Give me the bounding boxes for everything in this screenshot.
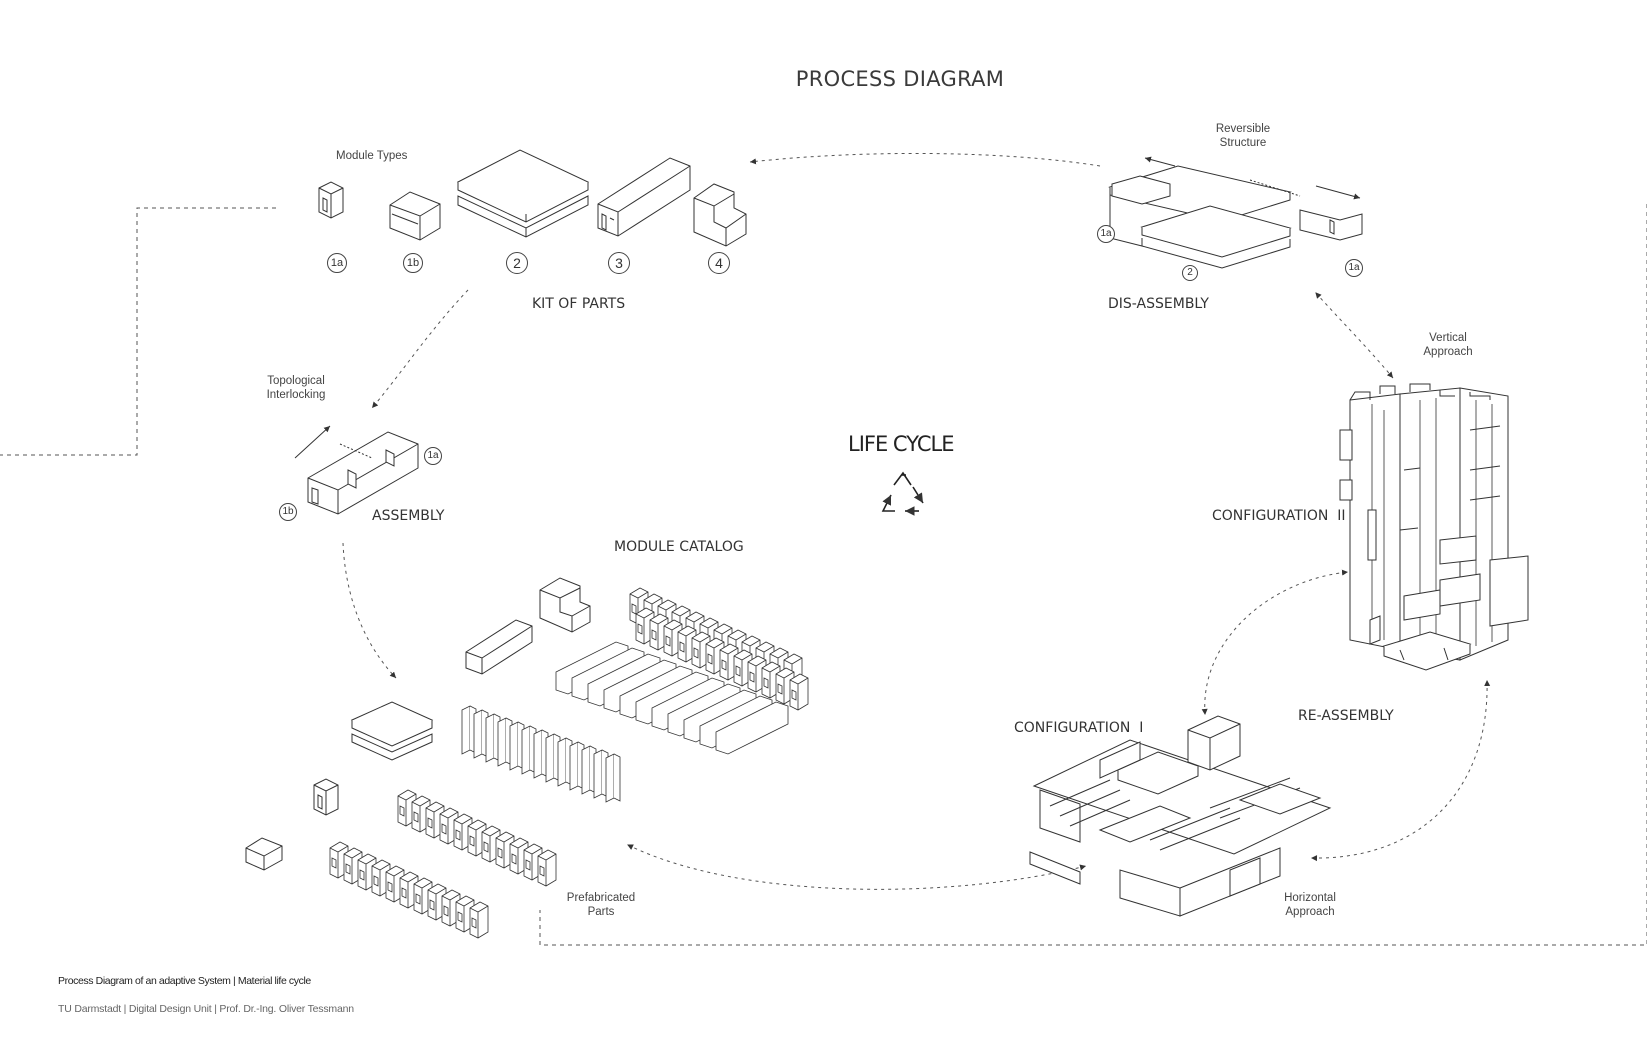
disassembly-drawing (1108, 156, 1363, 269)
configuration-1-drawing (1029, 715, 1332, 917)
disassembly-id-center: 2 (1182, 265, 1198, 281)
note-reversible-structure: Reversible Structure (1200, 122, 1286, 150)
stage-configuration-2: CONFIGURATION II (1212, 508, 1346, 524)
assembly-drawing (294, 425, 419, 515)
module-3-drawing (597, 157, 691, 237)
note-vertical-approach: Vertical Approach (1408, 331, 1488, 359)
module-catalog-drawing (245, 577, 809, 939)
note-horizontal-approach: Horizontal Approach (1270, 891, 1350, 919)
module-2-drawing (456, 149, 590, 238)
stage-kit-of-parts: KIT OF PARTS (532, 296, 626, 312)
catalog-plate-module (605, 753, 621, 803)
catalog-comb-module (537, 849, 557, 887)
module-id-3: 3 (608, 252, 630, 274)
note-topological-line-1: Topological (267, 375, 325, 387)
footer-credits: TU Darmstadt | Digital Design Unit | Pro… (58, 1003, 354, 1015)
note-reversible-line-2: Structure (1219, 137, 1267, 149)
stage-assembly: ASSEMBLY (372, 508, 445, 524)
module-id-4: 4 (708, 252, 730, 274)
note-prefab-line-2: Parts (587, 906, 615, 918)
module-id-1a: 1a (327, 253, 347, 273)
note-vertical-line-1: Vertical (1429, 332, 1467, 344)
assembly-id-1a: 1a (424, 447, 442, 465)
note-topological-interlocking: Topological Interlocking (256, 374, 336, 402)
note-module-types: Module Types (336, 150, 408, 162)
module-id-2: 2 (506, 252, 528, 274)
catalog-comb-module (469, 901, 489, 939)
recycle-icon (881, 471, 924, 516)
note-prefabricated-parts: Prefabricated Parts (556, 891, 646, 919)
stage-module-catalog: MODULE CATALOG (614, 539, 744, 555)
module-1b-drawing (389, 191, 441, 241)
disassembly-id-right: 1a (1345, 259, 1363, 277)
catalog-comb-module (789, 673, 809, 711)
note-vertical-line-2: Approach (1423, 346, 1473, 358)
assembly-id-1b: 1b (279, 503, 297, 521)
module-id-1b: 1b (403, 253, 423, 273)
note-prefab-line-1: Prefabricated (566, 892, 636, 904)
note-reversible-line-1: Reversible (1215, 123, 1271, 135)
note-topological-line-2: Interlocking (266, 389, 326, 401)
disassembly-id-left: 1a (1097, 225, 1115, 243)
module-1a-drawing (318, 181, 344, 219)
life-cycle-label: LIFE CYCLE (848, 432, 955, 456)
stage-dis-assembly: DIS-ASSEMBLY (1108, 296, 1209, 312)
stage-re-assembly: RE-ASSEMBLY (1298, 708, 1394, 724)
module-4-drawing (693, 183, 747, 247)
footer-caption: Process Diagram of an adaptive System | … (58, 975, 311, 987)
note-horizontal-line-1: Horizontal (1284, 892, 1336, 904)
stage-configuration-1: CONFIGURATION I (1014, 720, 1144, 736)
catalog-bar-module (715, 701, 789, 755)
note-horizontal-line-2: Approach (1285, 906, 1335, 918)
page-title: PROCESS DIAGRAM (795, 67, 1005, 91)
configuration-2-drawing (1339, 383, 1529, 671)
